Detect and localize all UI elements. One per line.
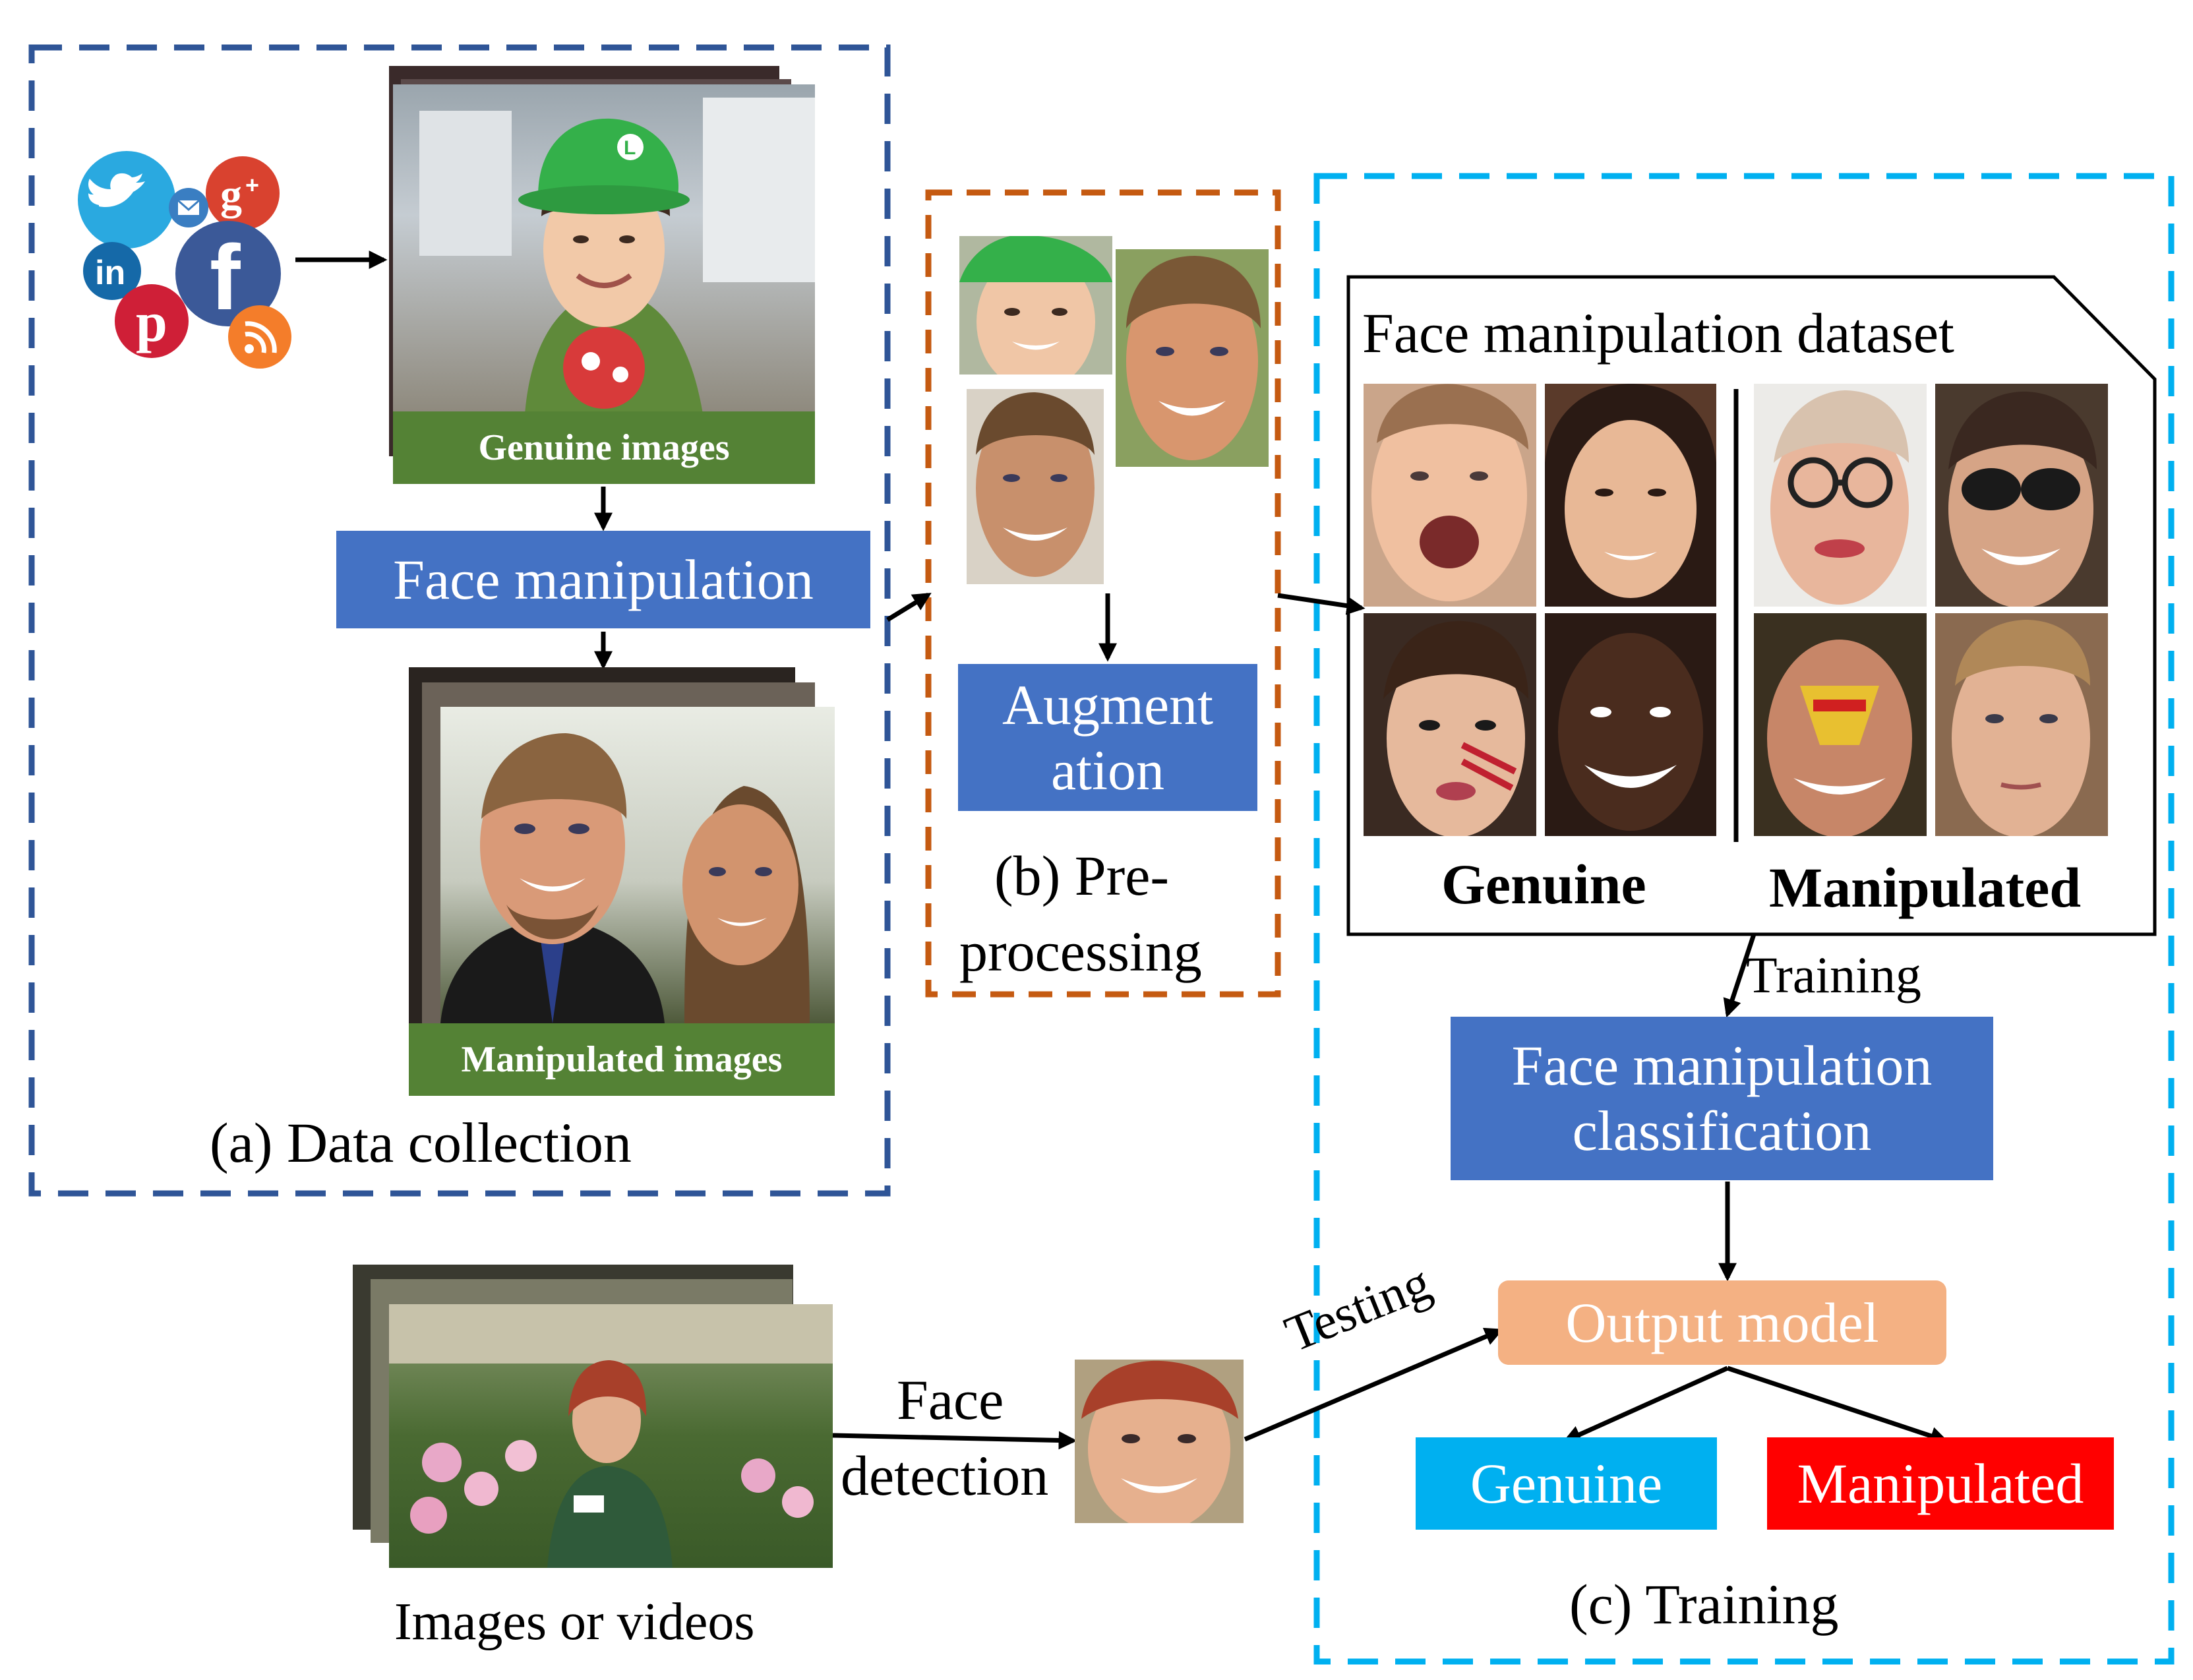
result-manipulated-box: Manipulated [1767, 1437, 2114, 1530]
facebook-icon: f [175, 221, 281, 329]
preprocess-face-2 [1116, 249, 1269, 467]
rss-icon [228, 305, 291, 369]
genuine-face-1 [1364, 384, 1536, 607]
augmentation-box: Augment ation [958, 664, 1257, 811]
training-arrow-label: Training [1746, 946, 1921, 1004]
google-plus-icon: g + [206, 156, 280, 230]
arrow-collection-to-preprocessing [886, 593, 932, 622]
dataset-genuine-label: Genuine [1441, 853, 1646, 916]
preprocessing-caption-line-1: (b) Pre- [994, 844, 1170, 907]
augmentation-line-2: ation [1051, 738, 1164, 802]
manipulated-photo-art [440, 733, 810, 1023]
dataset-title: Face manipulation dataset [1362, 301, 1954, 365]
genuine-face-3 [1364, 613, 1536, 836]
output-model-box: Output model [1498, 1280, 1946, 1365]
face-detection-line-2: detection [841, 1444, 1049, 1507]
genuine-face-4 [1545, 613, 1716, 836]
genuine-images-label: Genuine images [393, 411, 815, 484]
twitter-icon [78, 151, 175, 249]
classification-line-2: classification [1572, 1099, 1872, 1162]
arrow-image-to-face [832, 1431, 1077, 1450]
social-media-cluster: g + in f p [78, 151, 291, 369]
svg-text:in: in [95, 254, 125, 292]
manipulated-images-label: Manipulated images [409, 1023, 835, 1096]
training-frame [1313, 173, 2175, 1665]
arrow-face-to-output [1244, 1327, 1504, 1442]
svg-text:+: + [245, 171, 259, 198]
arrow-output-to-manipulated [1726, 1365, 1949, 1445]
genuine-photo-art: L [419, 98, 815, 411]
augmentation-line-1: Augment [1002, 673, 1214, 736]
preprocess-face-1 [959, 236, 1112, 375]
test-photo [389, 1304, 833, 1568]
svg-text:p: p [136, 290, 167, 353]
arrow-output-to-genuine [1562, 1365, 1729, 1443]
manipulated-face-4 [1935, 613, 2108, 836]
data-collection-caption: (a) Data collection [210, 1111, 632, 1174]
face-detection-line-1: Face [897, 1368, 1004, 1431]
detected-face [1075, 1360, 1244, 1523]
preprocessing-frame [925, 189, 1281, 998]
face-manipulation-box: Face manipulation [336, 531, 870, 628]
result-genuine-box: Genuine [1416, 1437, 1717, 1530]
svg-text:g: g [220, 171, 242, 219]
dataset-manipulated-label: Manipulated [1769, 856, 2082, 919]
test-photo-art [389, 1304, 833, 1568]
manipulated-face-2 [1935, 384, 2108, 607]
arrow-preprocessing-to-dataset [1277, 593, 1366, 615]
preprocess-face-3 [967, 389, 1104, 584]
pinterest-icon: p [115, 284, 189, 358]
manipulated-face-1 [1754, 384, 1927, 607]
manipulated-face-3 [1754, 613, 1927, 836]
svg-text:f: f [210, 225, 241, 329]
genuine-photo: L [393, 84, 815, 411]
data-collection-frame [28, 44, 891, 1197]
classification-line-1: Face manipulation [1511, 1034, 1933, 1098]
svg-text:L: L [624, 137, 636, 159]
preprocessing-caption-line-2: processing [959, 920, 1202, 983]
arrow-dataset-to-classifier [1723, 933, 1757, 1018]
email-icon [169, 188, 208, 227]
training-caption: (c) Training [1569, 1573, 1839, 1636]
genuine-face-2 [1545, 384, 1716, 607]
linkedin-icon: in [83, 242, 141, 300]
classification-box: Face manipulation classification [1451, 1017, 1993, 1180]
manipulated-photo [440, 707, 835, 1023]
test-source-caption: Images or videos [394, 1593, 755, 1651]
